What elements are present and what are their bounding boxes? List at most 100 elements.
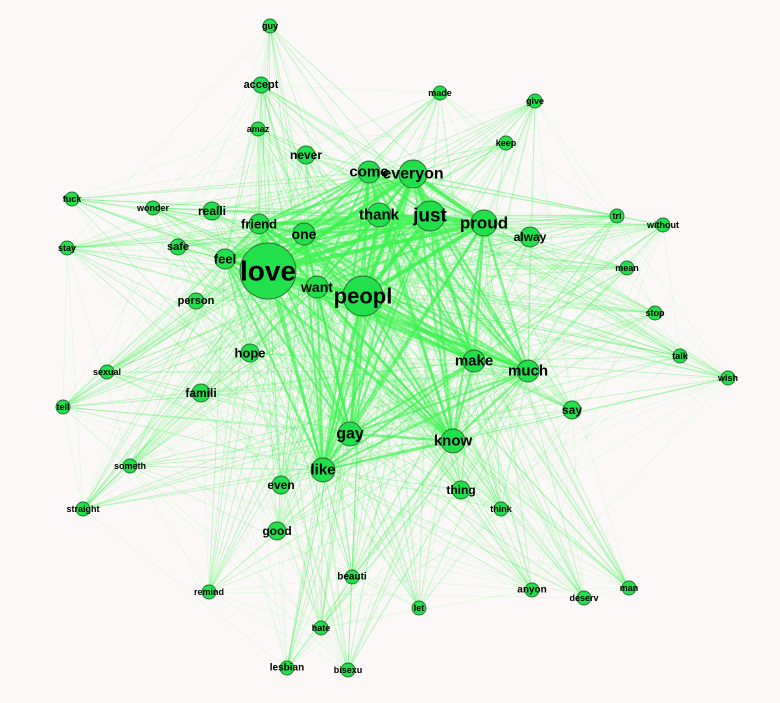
node-label-love: love [240, 256, 296, 287]
edge-amaz-like [257, 128, 324, 471]
node-circle-wish [720, 370, 736, 386]
node-accept[interactable]: accept [244, 76, 279, 94]
edge-stop-much [527, 312, 656, 372]
edge-sexual-like [106, 371, 324, 471]
node-peopl[interactable]: peopl [334, 275, 393, 317]
node-fuck[interactable]: fuck [63, 191, 83, 207]
node-keep[interactable]: keep [496, 135, 517, 151]
node-alway[interactable]: alway [514, 226, 547, 248]
node-thing[interactable]: thing [446, 480, 476, 500]
node-think[interactable]: think [490, 501, 513, 517]
edge-guy-straight [82, 25, 271, 510]
node-hope[interactable]: hope [234, 343, 266, 363]
node-know[interactable]: know [434, 428, 473, 454]
edge-much-let [418, 370, 529, 609]
node-let[interactable]: let [411, 600, 427, 616]
edge-talk-think [500, 355, 681, 510]
edge-without-much [527, 224, 664, 372]
edge-make-wish [473, 360, 729, 379]
node-even[interactable]: even [267, 475, 295, 495]
edge-gay-think [349, 433, 502, 510]
node-friend[interactable]: friend [241, 213, 277, 235]
node-everyon[interactable]: everyon [382, 159, 444, 189]
edge-sexual-know [106, 371, 454, 442]
node-label-man: man [620, 583, 639, 593]
node-famili[interactable]: famili [185, 383, 217, 403]
node-without[interactable]: without [646, 217, 679, 233]
node-beauti[interactable]: beauti [337, 569, 367, 585]
node-label-let: let [414, 603, 425, 613]
node-label-stop: stop [646, 308, 666, 318]
node-anyon[interactable]: anyon [517, 582, 547, 598]
node-label-just: just [412, 206, 447, 227]
node-label-anyon: anyon [517, 585, 546, 596]
edge-wonder-one [152, 207, 305, 235]
edge-wish-hate [320, 377, 729, 629]
node-label-wish: wish [717, 373, 738, 383]
node-like[interactable]: like [310, 457, 336, 483]
edge-guy-proud [269, 25, 485, 224]
edge-hope-gay [249, 352, 351, 435]
node-realli[interactable]: realli [198, 201, 226, 221]
node-made[interactable]: made [428, 85, 452, 101]
node-label-tell: tell [56, 402, 69, 412]
node-bisexu[interactable]: bisexu [334, 662, 363, 678]
edge-proud-stop [483, 222, 656, 314]
edge-person-wish [195, 300, 729, 379]
edge-proud-much [482, 222, 530, 372]
node-straight[interactable]: straight [66, 501, 100, 517]
node-someth[interactable]: someth [114, 458, 146, 474]
node-stop[interactable]: stop [646, 305, 666, 321]
node-thank[interactable]: thank [359, 202, 400, 228]
edge-hope-famili [200, 352, 251, 394]
node-mean[interactable]: mean [615, 260, 639, 276]
node-come[interactable]: come [349, 160, 389, 184]
node-make[interactable]: make [455, 349, 493, 373]
edge-feel-hate [224, 258, 322, 629]
edge-friend-stay [66, 223, 260, 249]
node-feel[interactable]: feel [214, 248, 236, 270]
edge-amaz-keep [257, 128, 507, 144]
node-label-thank: thank [359, 207, 400, 224]
node-much[interactable]: much [508, 359, 548, 383]
node-love[interactable]: love [239, 242, 297, 300]
node-man[interactable]: man [620, 580, 639, 596]
node-give[interactable]: give [526, 93, 544, 109]
node-tri[interactable]: tri [609, 208, 625, 224]
node-amaz[interactable]: amaz [247, 121, 270, 137]
node-sexual[interactable]: sexual [93, 364, 121, 380]
node-say[interactable]: say [562, 400, 582, 420]
node-stay[interactable]: stay [58, 240, 76, 256]
node-deserv[interactable]: deserv [569, 590, 599, 606]
node-one[interactable]: one [292, 222, 317, 246]
node-remind[interactable]: remind [194, 584, 224, 600]
node-want[interactable]: want [300, 275, 333, 299]
node-guy[interactable]: guy [262, 18, 278, 34]
node-safe[interactable]: safe [167, 238, 189, 256]
edge-feel-hope [224, 258, 251, 354]
edge-guy-remind [208, 25, 271, 593]
edge-stay-wish [66, 247, 729, 379]
edge-like-beauti [322, 469, 353, 578]
edge-person-know [195, 300, 454, 442]
node-never[interactable]: never [290, 145, 322, 165]
node-talk[interactable]: talk [672, 348, 689, 364]
node-person[interactable]: person [178, 292, 215, 310]
node-label-bisexu: bisexu [334, 665, 363, 675]
node-proud[interactable]: proud [460, 209, 508, 237]
node-gay[interactable]: gay [336, 421, 364, 447]
edge-everyon-tell [62, 173, 414, 408]
edge-one-much [303, 233, 529, 372]
edge-love-talk [267, 270, 681, 357]
node-good[interactable]: good [262, 521, 292, 541]
edge-tell-straight [62, 406, 84, 510]
node-lesbian[interactable]: lesbian [270, 660, 304, 676]
node-label-come: come [349, 164, 388, 181]
node-wonder[interactable]: wonder [136, 200, 169, 216]
node-tell[interactable]: tell [55, 399, 71, 415]
edge-wish-anyon [531, 377, 729, 591]
node-hate[interactable]: hate [312, 620, 331, 636]
node-wish[interactable]: wish [717, 370, 738, 386]
edge-feel-even [224, 258, 282, 486]
node-just[interactable]: just [412, 200, 448, 232]
